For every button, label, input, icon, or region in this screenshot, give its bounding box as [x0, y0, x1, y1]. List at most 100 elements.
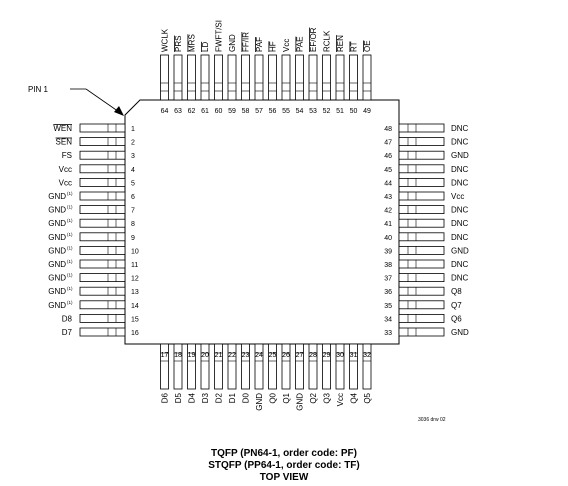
pin-lead	[79, 273, 126, 283]
pin-name: PAF	[255, 37, 264, 52]
pin-3: 3FS	[62, 150, 135, 160]
pin-lead	[200, 343, 210, 390]
pin-lead	[362, 54, 372, 101]
pin-name: GND	[48, 233, 66, 242]
pin-number: 24	[255, 352, 263, 359]
pin-name: DNC	[451, 165, 469, 174]
pin-number: 8	[131, 221, 135, 228]
pin-lead	[173, 343, 183, 390]
pin-number: 63	[174, 108, 182, 115]
pin-number: 36	[384, 289, 392, 296]
pin-lead	[349, 343, 358, 390]
pin-name: MRS	[188, 34, 197, 52]
pin-note: (1)	[67, 218, 73, 223]
pin-name: Vcc	[336, 393, 345, 406]
pin-lead	[398, 232, 445, 242]
pin-name: GND	[48, 260, 66, 269]
pin-lead	[398, 218, 445, 228]
pin-lead	[160, 343, 169, 390]
pin-number: 56	[269, 108, 277, 115]
pin1-label: PIN 1	[28, 85, 49, 94]
pin-number: 17	[161, 352, 169, 359]
pin-name: FF/IR	[242, 32, 251, 52]
pin-number: 16	[131, 330, 139, 337]
caption-line-2: STQFP (PP64-1, order code: TF)	[208, 460, 360, 471]
pin-number: 15	[131, 316, 139, 323]
pin-lead	[398, 205, 445, 215]
pin-name: GND	[48, 301, 66, 310]
pin-number: 4	[131, 167, 135, 174]
pin-lead	[227, 343, 237, 390]
pin-number: 22	[228, 352, 236, 359]
pin-name: GND	[255, 393, 264, 411]
pin-lead	[398, 273, 445, 283]
pin-number: 11	[131, 262, 138, 269]
pin-name: Q8	[451, 287, 462, 296]
pin-number: 6	[131, 194, 135, 201]
pin-name: GND	[451, 328, 469, 337]
pin-lead	[79, 150, 126, 160]
pin-lead	[79, 205, 126, 215]
pin-lead	[268, 54, 277, 101]
pin-name: DNC	[451, 206, 469, 215]
pin-number: 61	[201, 108, 209, 115]
pin-lead	[398, 137, 445, 147]
pin-lead	[214, 343, 223, 390]
pin-name: Q7	[451, 301, 462, 310]
pin-lead	[398, 259, 445, 269]
pin-lead	[173, 54, 183, 101]
pin-11: 11 GND(1)	[48, 259, 138, 269]
pin-number: 50	[350, 108, 358, 115]
pin-number: 49	[363, 108, 371, 115]
pin1-arrow-head	[114, 106, 124, 116]
pin-lead	[398, 327, 445, 337]
pin-name: REN	[336, 35, 345, 52]
pin-lead	[268, 343, 277, 390]
pin-lead	[349, 54, 358, 101]
pin-number: 13	[131, 289, 139, 296]
pin-number: 60	[215, 108, 223, 115]
pin-number: 43	[384, 194, 392, 201]
pin-name: D5	[174, 392, 183, 403]
pin-number: 29	[323, 352, 331, 359]
pin-number: 42	[384, 208, 392, 215]
pin-name: GND	[48, 287, 66, 296]
pin-lead	[79, 232, 126, 242]
pin-note: (1)	[67, 259, 73, 264]
pin-number: 9	[131, 235, 135, 242]
pin-lead	[79, 327, 126, 337]
pin-number: 26	[282, 352, 290, 359]
pin-name: GND	[451, 151, 469, 160]
pin-number: 2	[131, 140, 135, 147]
drawing-code: 3036 drw 02	[418, 417, 446, 423]
pin-name: DNC	[451, 138, 469, 147]
pin-name: PRS	[174, 36, 183, 52]
pin-note: (1)	[67, 300, 73, 305]
pin-name: GND	[48, 219, 66, 228]
pin-number: 14	[131, 303, 139, 310]
pin-note: (1)	[67, 205, 73, 210]
pin-number: 51	[336, 108, 344, 115]
pin-number: 5	[131, 180, 135, 187]
